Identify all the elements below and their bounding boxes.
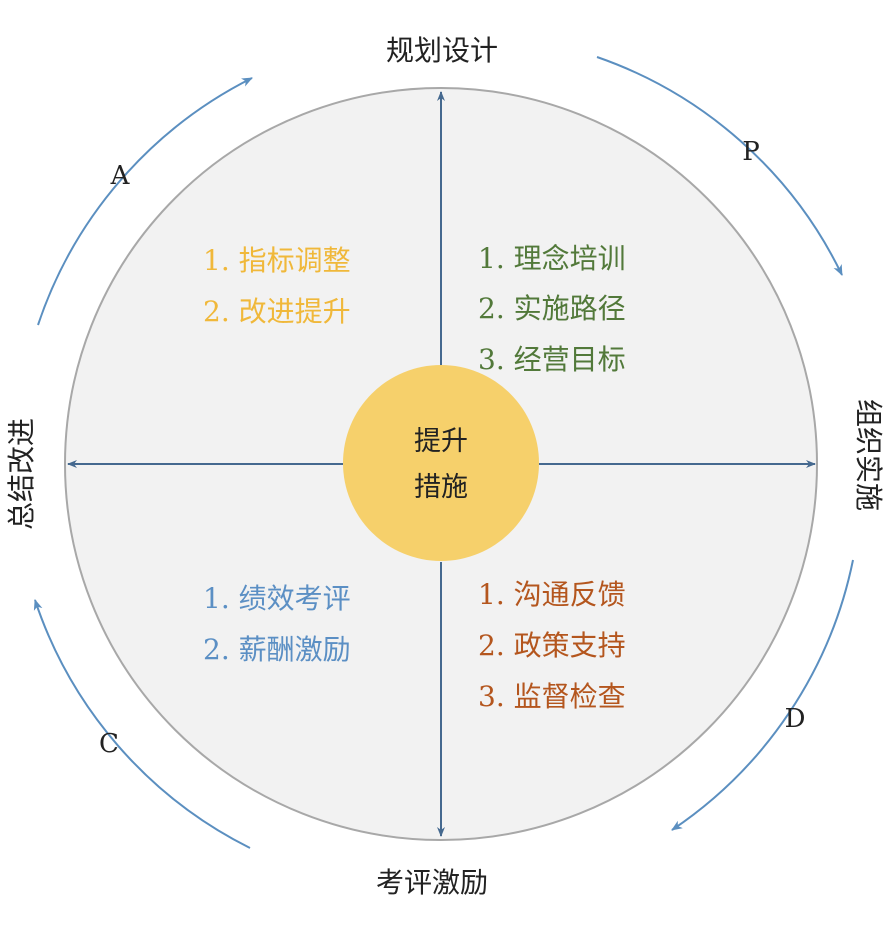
list-item: 2. 薪酬激励 bbox=[203, 633, 351, 666]
stage-left: 总结改进 bbox=[5, 418, 38, 530]
axes bbox=[67, 91, 816, 837]
center-label-2: 措施 bbox=[414, 472, 468, 503]
quadrant-bottom-left: 1. 绩效考评 2. 薪酬激励 bbox=[203, 582, 351, 666]
quadrant-bottom-right: 1. 沟通反馈 2. 政策支持 3. 监督检查 bbox=[478, 578, 626, 713]
list-item: 1. 指标调整 bbox=[203, 244, 351, 277]
list-item: 1. 沟通反馈 bbox=[478, 578, 626, 611]
letter-p: P bbox=[742, 137, 760, 167]
list-item: 2. 政策支持 bbox=[478, 629, 626, 662]
letter-d: D bbox=[785, 704, 806, 734]
stage-bottom: 考评激励 bbox=[376, 866, 488, 899]
center-circle bbox=[343, 365, 539, 561]
arc-arrow-d bbox=[671, 559, 854, 831]
list-item: 1. 绩效考评 bbox=[203, 582, 351, 615]
arc-arrow-p bbox=[596, 56, 843, 276]
list-item: 2. 改进提升 bbox=[203, 295, 351, 328]
stage-right: 组织实施 bbox=[852, 399, 885, 511]
center-label-1: 提升 bbox=[414, 426, 468, 457]
letter-c: C bbox=[99, 729, 119, 759]
cycle-arcs bbox=[33, 56, 854, 849]
list-item: 3. 经营目标 bbox=[478, 343, 626, 376]
arc-arrow-a bbox=[37, 77, 253, 326]
quadrant-top-right: 1. 理念培训 2. 实施路径 3. 经营目标 bbox=[478, 242, 626, 376]
list-item: 3. 监督检查 bbox=[478, 680, 626, 713]
arc-arrow-c bbox=[33, 599, 251, 849]
quadrant-top-left: 1. 指标调整 2. 改进提升 bbox=[203, 244, 351, 328]
stage-top: 规划设计 bbox=[386, 34, 498, 67]
list-item: 2. 实施路径 bbox=[478, 292, 626, 325]
list-item: 1. 理念培训 bbox=[478, 242, 626, 275]
letter-a: A bbox=[110, 161, 131, 191]
